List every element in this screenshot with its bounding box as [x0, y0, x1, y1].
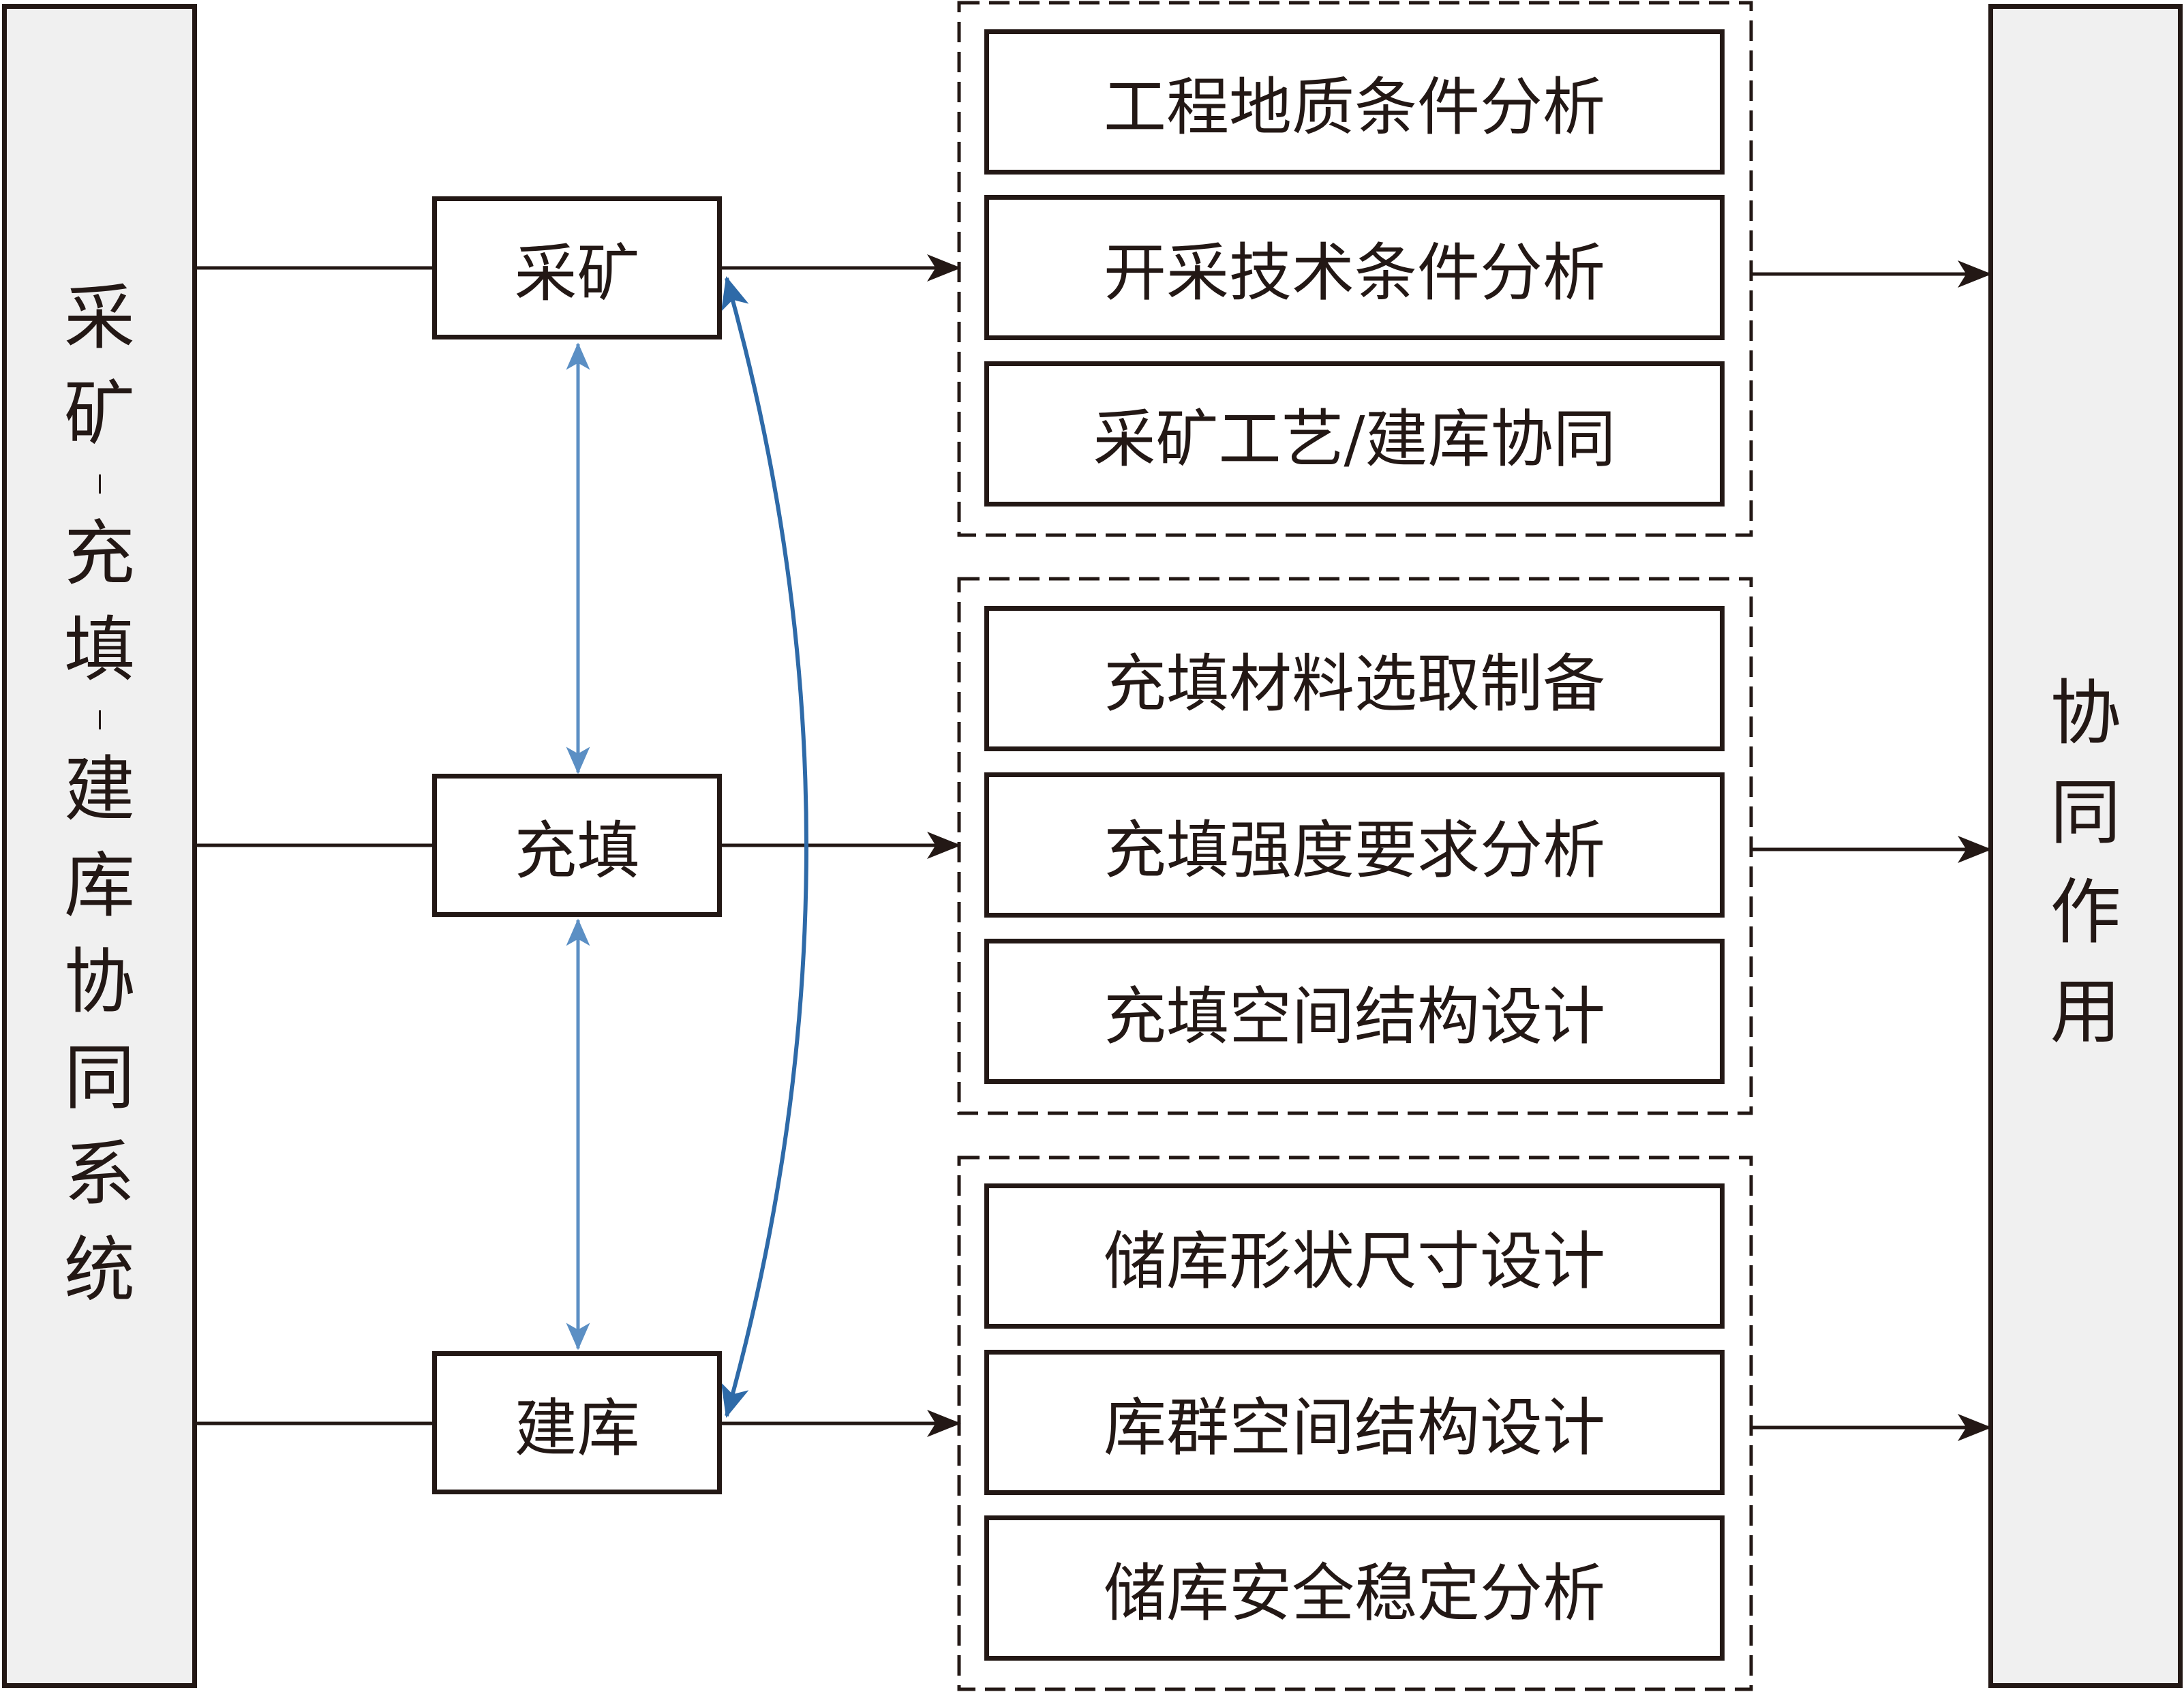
task-box-filling-1: 充填材料选取制备	[984, 606, 1725, 751]
stage-to-group-arrows	[722, 254, 961, 1437]
synergy-char: 同	[2050, 771, 2121, 854]
title-char: 建	[63, 748, 135, 831]
title-separator	[98, 474, 101, 494]
group-to-synergy-arrows	[1751, 260, 1992, 1441]
task-box-mining-3: 采矿工艺/建库协同	[984, 361, 1725, 507]
title-char: 采	[63, 276, 135, 359]
title-char: 统	[63, 1228, 135, 1312]
left-feed-lines	[196, 266, 432, 1425]
task-box-storage-1: 储库形状尺寸设计	[984, 1183, 1725, 1329]
title-char: 充	[63, 512, 135, 595]
system-title: 采 矿 充 填 建 库 协 同 系 统	[7, 270, 192, 1318]
synergy-bar: 协 同 作 用	[1988, 4, 2183, 1688]
synergy-char: 用	[2050, 970, 2121, 1053]
system-bar: 采 矿 充 填 建 库 协 同 系 统	[2, 4, 197, 1688]
title-char: 同	[63, 1036, 135, 1119]
task-box-storage-3: 储库安全稳定分析	[984, 1515, 1725, 1661]
title-char: 库	[63, 844, 135, 927]
dashed-group-frames	[957, 1, 1753, 1691]
stage-box-filling: 充填	[432, 774, 722, 917]
synergy-label: 协 同 作 用	[1993, 663, 2178, 1061]
stage-box-storage: 建库	[432, 1351, 722, 1494]
title-separator	[98, 710, 101, 729]
task-box-filling-2: 充填强度要求分析	[984, 772, 1725, 918]
interaction-arrows	[566, 276, 808, 1418]
task-box-mining-2: 开采技术条件分析	[984, 195, 1725, 340]
title-char: 系	[63, 1132, 135, 1215]
bidirectional-arc-mining-storage	[721, 276, 808, 1418]
stage-box-mining: 采矿	[432, 196, 722, 339]
title-char: 协	[63, 940, 135, 1023]
task-box-filling-3: 充填空间结构设计	[984, 939, 1725, 1084]
task-box-storage-2: 库群空间结构设计	[984, 1350, 1725, 1495]
title-char: 填	[63, 608, 135, 691]
synergy-char: 协	[2050, 671, 2121, 755]
title-char: 矿	[63, 372, 135, 455]
synergy-char: 作	[2050, 871, 2121, 954]
task-box-mining-1: 工程地质条件分析	[984, 29, 1725, 175]
